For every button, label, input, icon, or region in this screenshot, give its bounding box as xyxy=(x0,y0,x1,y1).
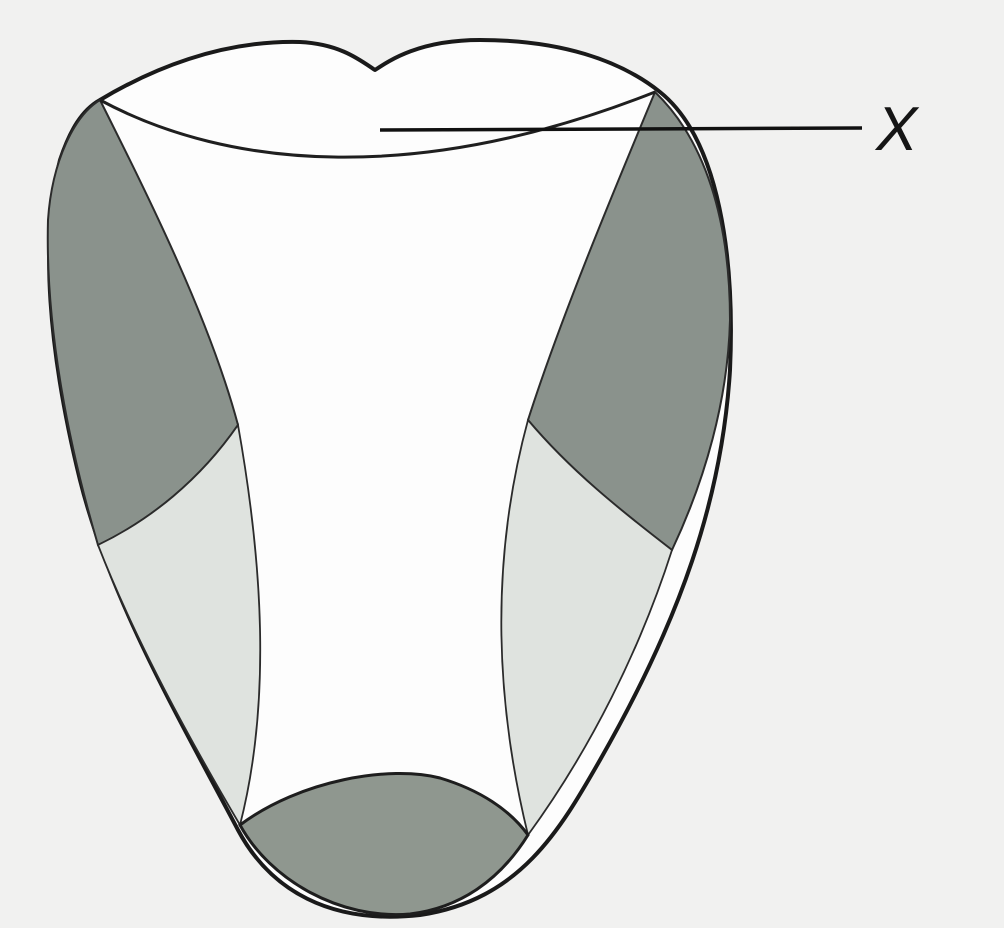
back-region-curve xyxy=(99,90,656,159)
left-lower-light-region xyxy=(96,422,262,828)
x-label: X xyxy=(874,95,920,164)
x-pointer-line xyxy=(379,126,863,132)
right-lower-light-region xyxy=(500,418,674,838)
tip-dark-region xyxy=(238,772,530,917)
